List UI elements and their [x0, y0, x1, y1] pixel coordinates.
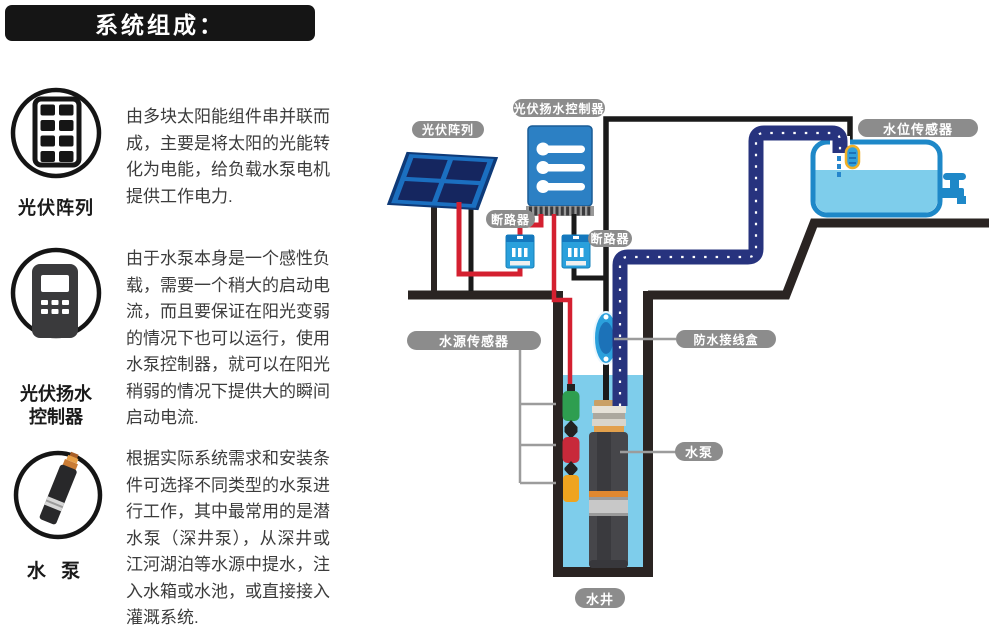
circuit-breaker-1: [505, 234, 535, 269]
junction-box: [593, 311, 619, 365]
pump-icon: [10, 450, 106, 551]
label-pump: 水泵: [675, 442, 723, 461]
controller-label-line1: 光伏扬水: [20, 384, 92, 404]
label-breaker-1: 断路器: [486, 210, 535, 228]
label-water-source-sensor: 水源传感器: [407, 331, 541, 350]
controller-icon: [8, 246, 104, 347]
controller-description: 由于水泵本身是一个感性负载，需要一个稍大的启动电流，而且要保证在阳光变弱的情况下…: [126, 249, 330, 427]
controller-label: 光伏扬水 控制器: [0, 383, 112, 429]
ground-lines: [408, 218, 989, 300]
water-pipe: [612, 125, 848, 406]
water-source-sensors: [562, 384, 580, 502]
system-diagram: 光伏阵列 光伏扬水控制器 断路器 断路器 水位传感器 水源传感器 防水接线盒 水…: [380, 0, 1000, 632]
controller-label-line2: 控制器: [29, 407, 83, 427]
label-well: 水井: [575, 588, 625, 608]
label-pv-array: 光伏阵列: [412, 121, 484, 138]
water-drops: [837, 156, 841, 177]
label-connectors: [518, 337, 676, 485]
label-water-level-sensor: 水位传感器: [858, 119, 978, 137]
pv-array-description: 由多块太阳能组件串并联而成，主要是将太阳的光能转化为电能，给负载水泵电机提供工作…: [126, 107, 330, 206]
circuit-breaker-2: [561, 234, 591, 269]
solar-panel: [386, 151, 499, 291]
label-breaker-2: 断路器: [588, 230, 632, 247]
label-controller: 光伏扬水控制器: [513, 99, 605, 117]
page-title: 系统组成：: [5, 5, 315, 41]
controller-box: [526, 125, 594, 216]
water-level-float: [844, 144, 861, 170]
faucet-icon: [938, 173, 966, 204]
submersible-pump: [589, 400, 628, 568]
pv-array-label: 光伏阵列: [18, 198, 94, 218]
pump-label: 水 泵: [26, 561, 86, 582]
pv-array-icon: [8, 86, 104, 187]
label-junction-box: 防水接线盒: [676, 330, 776, 348]
pump-description: 根据实际系统需求和安装条件可选择不同类型的水泵进行工作，其中最常用的是潜水泵（深…: [126, 449, 330, 627]
